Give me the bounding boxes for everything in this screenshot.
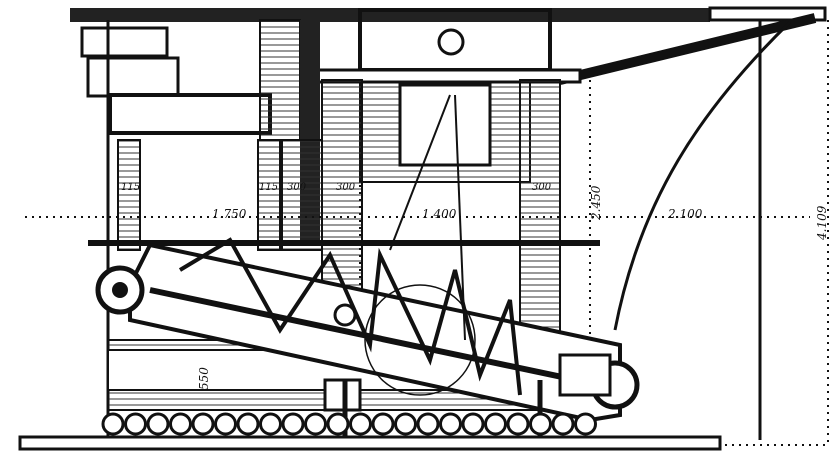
dim-115-right: 115 <box>259 182 278 193</box>
upper-housing <box>308 8 582 183</box>
chute-curve <box>613 20 792 331</box>
roller <box>169 412 192 436</box>
roller <box>101 412 125 436</box>
roller <box>349 412 372 436</box>
roller <box>214 412 237 436</box>
roller <box>259 412 282 436</box>
dim-1400: 1.400 <box>422 207 457 221</box>
roller <box>506 412 530 436</box>
roller <box>574 412 597 436</box>
dim-300-c: 300 <box>532 182 552 193</box>
dim-1750: 1.750 <box>212 207 247 221</box>
inclined-conveyor-truss <box>95 94 640 423</box>
roller-row <box>101 412 597 436</box>
dim-300-b: 300 <box>336 182 356 193</box>
dim-2450: 2.450 <box>589 185 603 221</box>
dim-300-a: 300 <box>287 182 307 193</box>
roller <box>461 412 485 436</box>
dimension-lines <box>25 20 829 446</box>
roller <box>529 412 552 436</box>
roller <box>124 412 147 436</box>
dim-4109: 4.109 <box>815 205 829 241</box>
roller <box>439 412 462 436</box>
roller <box>484 412 507 436</box>
dim-115-left: 115 <box>121 182 140 193</box>
roller <box>416 412 440 436</box>
roller <box>551 412 575 436</box>
roller <box>236 412 260 436</box>
roller <box>191 412 215 436</box>
roller <box>371 412 395 436</box>
roller <box>146 412 170 436</box>
dim-2100: 2.100 <box>667 207 703 221</box>
roller <box>326 412 350 436</box>
roller <box>281 412 305 436</box>
ground-timber <box>18 435 722 451</box>
dim-550: 550 <box>197 367 211 390</box>
roller <box>394 412 417 436</box>
roller <box>304 412 327 436</box>
